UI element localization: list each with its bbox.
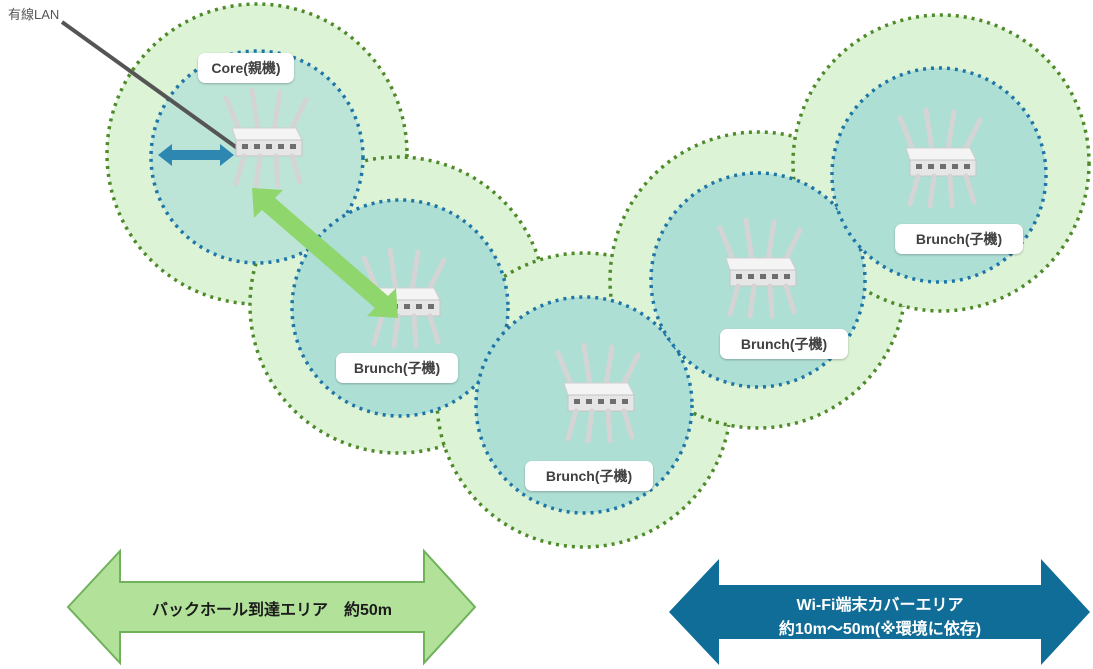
backhaul-legend-arrow bbox=[66, 548, 477, 666]
backhaul-link-arrow-icon bbox=[252, 188, 398, 318]
wired-lan-cable bbox=[60, 20, 242, 152]
node-label-branch2: Brunch(子機) bbox=[525, 461, 653, 491]
node-label-branch4: Brunch(子機) bbox=[895, 224, 1023, 254]
wifi-legend-text-line1: Wi-Fi端末カバーエリア bbox=[796, 597, 964, 614]
node-label-core: Core(親機) bbox=[198, 53, 294, 83]
wifi-zone-core bbox=[149, 49, 365, 265]
wifi-legend-arrow bbox=[669, 559, 1090, 665]
node-label-branch1: Brunch(子機) bbox=[336, 353, 458, 383]
wifi-range-arrow-icon bbox=[158, 144, 234, 166]
wired-lan-label: 有線LAN bbox=[8, 7, 60, 22]
backhaul-legend-text: バックホール到達エリア 約50m bbox=[151, 602, 393, 619]
node-label-branch3: Brunch(子機) bbox=[720, 329, 848, 359]
wifi-legend-text-line2: 約10m～50m(※環境に依存) bbox=[778, 621, 982, 638]
